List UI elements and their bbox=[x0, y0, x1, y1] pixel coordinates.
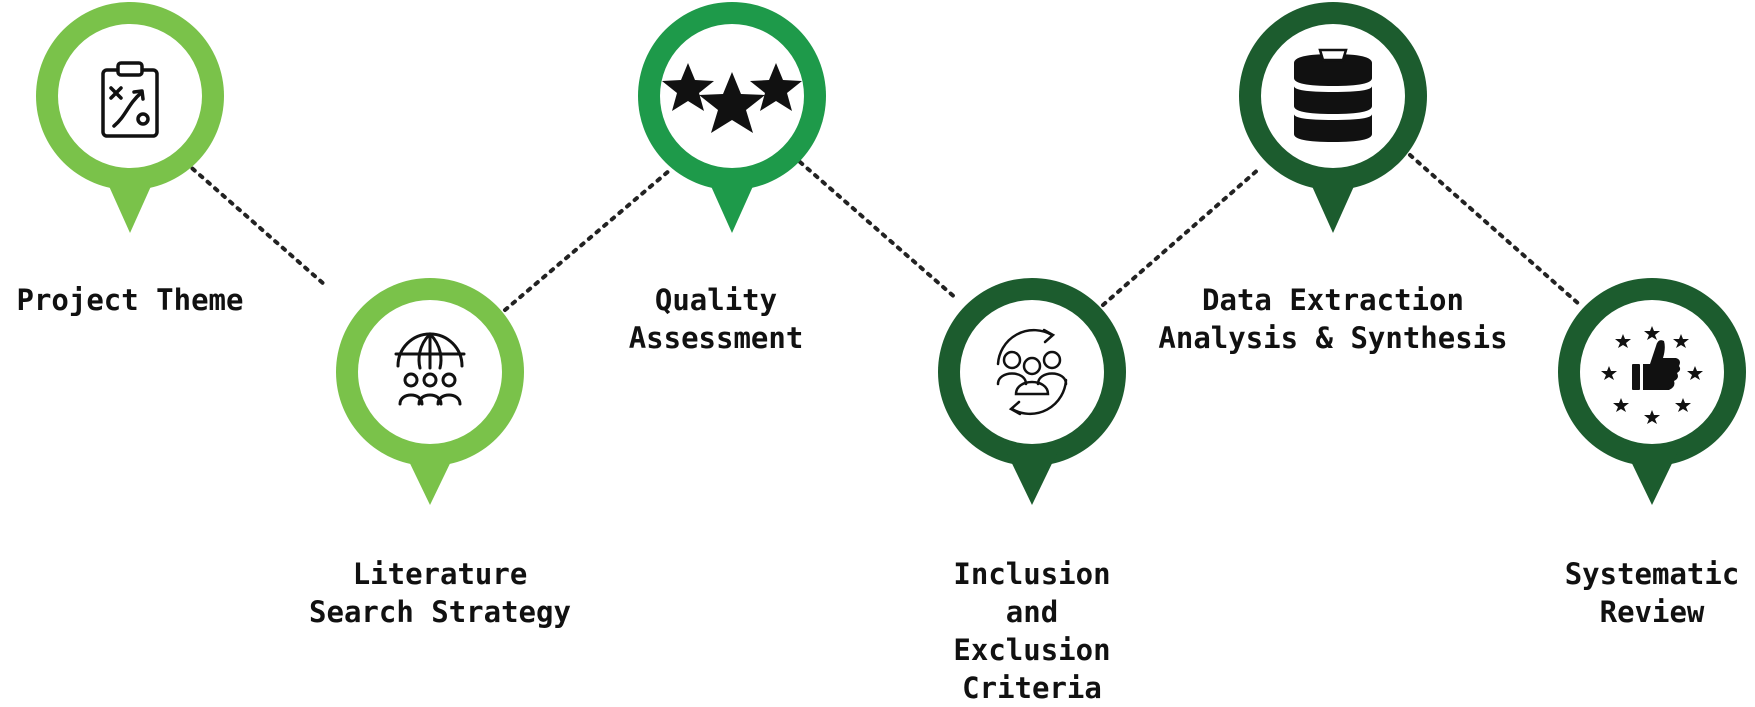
people-cycle-icon bbox=[996, 328, 1068, 416]
clipboard-strategy-icon bbox=[101, 61, 159, 138]
thumbs-up-stars-icon bbox=[1601, 326, 1703, 424]
globe-people-icon bbox=[394, 332, 466, 406]
connector-1-2 bbox=[183, 160, 327, 287]
label-systematic-review: Systematic Review bbox=[1564, 557, 1740, 629]
label-project-theme: Project Theme bbox=[16, 283, 244, 317]
three-stars-icon bbox=[662, 63, 802, 133]
database-icon bbox=[1294, 48, 1372, 142]
connector-2-3 bbox=[503, 168, 672, 312]
connector-5-6 bbox=[1408, 153, 1582, 307]
label-literature-search: Literature Search Strategy bbox=[309, 557, 571, 629]
label-quality-assessment: Quality Assessment bbox=[628, 283, 804, 355]
label-inclusion-exclusion: Inclusion and Exclusion Criteria bbox=[953, 557, 1111, 705]
connector-3-4 bbox=[798, 160, 960, 302]
ring-stars bbox=[1601, 326, 1703, 424]
connector-4-5 bbox=[1101, 166, 1262, 307]
label-data-extraction: Data Extraction Analysis & Synthesis bbox=[1158, 283, 1508, 355]
